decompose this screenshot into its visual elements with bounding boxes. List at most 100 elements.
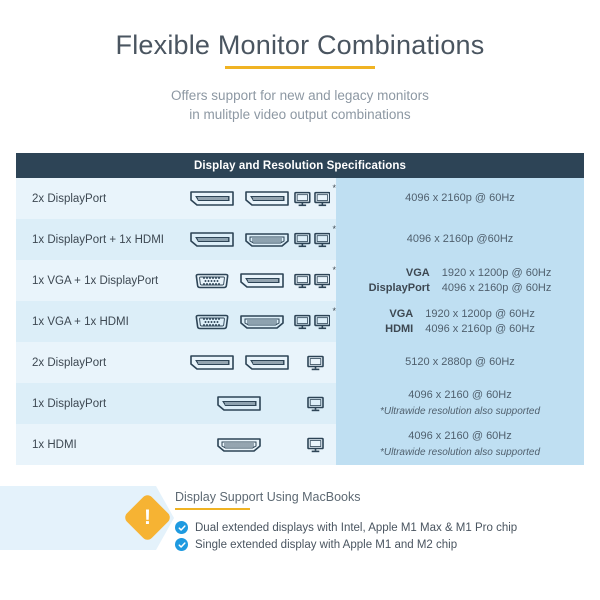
monitor-icon <box>294 191 311 206</box>
check-circle-icon <box>175 521 188 534</box>
hdmi-icon <box>217 438 261 452</box>
vga-icon <box>195 273 228 288</box>
resolution-keys: VGA DisplayPort <box>369 266 430 296</box>
displayport-icon <box>189 232 234 247</box>
bullet-text: Dual extended displays with Intel, Apple… <box>195 521 518 534</box>
monitor-icons <box>294 383 336 424</box>
resolution-key: VGA <box>389 307 414 320</box>
displayport-icon <box>244 355 289 370</box>
row-label: 1x DisplayPort + 1x HDMI <box>32 233 164 246</box>
table-row: 2x DisplayPort 5120 x 2880p @ 60Hz <box>16 342 584 383</box>
resolution-value: 4096 x 2160p @ 60Hz <box>425 322 535 335</box>
monitor-icons <box>294 424 336 465</box>
connector-icons <box>184 424 294 465</box>
connector-icons <box>184 219 294 260</box>
monitor-icon <box>294 314 311 329</box>
resolution-cell: 4096 x 2160p @60Hz <box>336 219 584 260</box>
resolution-value: 1920 x 1200p @ 60Hz <box>425 307 535 320</box>
resolution-key: DisplayPort <box>368 281 430 294</box>
resolution-key: HDMI <box>385 322 414 335</box>
row-label: 1x VGA + 1x DisplayPort <box>32 274 159 287</box>
vga-icon <box>195 314 228 329</box>
resolution-cell: 4096 x 2160 @ 60Hz*Ultrawide resolution … <box>336 424 584 465</box>
displayport-icon <box>189 191 234 206</box>
resolution-cell: 4096 x 2160 @ 60Hz*Ultrawide resolution … <box>336 383 584 424</box>
page-title: Flexible Monitor Combinations <box>115 30 485 60</box>
monitor-icons <box>294 342 336 383</box>
resolution-value: 4096 x 2160p @ 60Hz <box>405 192 515 204</box>
bullet-text: Single extended display with Apple M1 an… <box>195 538 458 551</box>
asterisk-marker: * <box>332 183 336 193</box>
asterisk-marker: * <box>332 224 336 234</box>
resolution-note: *Ultrawide resolution also supported <box>379 406 541 417</box>
monitor-icon <box>306 437 324 452</box>
callout-bullet-list: Dual extended displays with Intel, Apple… <box>175 521 575 551</box>
resolution-cell: 4096 x 2160p @ 60Hz <box>336 178 584 219</box>
resolution-value: 4096 x 2160 @ 60Hz*Ultrawide resolution … <box>336 429 584 460</box>
resolution-note: *Ultrawide resolution also supported <box>379 447 541 458</box>
table-row: 1x HDMI 4096 x 2160 @ 60Hz*Ultrawide res… <box>16 424 584 465</box>
resolution-cell: VGA HDMI 1920 x 1200p @ 60Hz 4096 x 2160p @… <box>336 301 584 342</box>
resolution-cell: 5120 x 2880p @ 60Hz <box>336 342 584 383</box>
table-row: 1x VGA + 1x HDMI * VGA HDMI 1920 x 1200p @ … <box>16 301 584 342</box>
asterisk-marker: * <box>332 306 336 316</box>
monitor-icon <box>306 355 324 370</box>
monitor-icon <box>306 396 324 411</box>
monitor-icons: * <box>294 260 336 301</box>
table-row: 1x DisplayPort + 1x HDMI * 4096 x 2160p @… <box>16 219 584 260</box>
monitor-icon <box>313 191 331 206</box>
resolution-value: 1920 x 1200p @ 60Hz <box>441 266 552 279</box>
row-label: 1x HDMI <box>32 438 77 451</box>
monitor-icon <box>313 232 331 247</box>
resolution-value: 4096 x 2160p @60Hz <box>406 233 514 245</box>
callout-underline <box>175 508 250 510</box>
monitor-icons: * <box>294 219 336 260</box>
displayport-icon <box>244 191 289 206</box>
page-subtitle: Offers support for new and legacy monito… <box>0 86 600 124</box>
connector-icons <box>184 383 294 424</box>
resolution-values: 1920 x 1200p @ 60Hz 4096 x 2160p @ 60Hz <box>442 266 552 296</box>
check-circle-icon <box>175 538 188 551</box>
table-row: 2x DisplayPort * 4096 x 2160p @ 60Hz <box>16 178 584 219</box>
subtitle-line-1: Offers support for new and legacy monito… <box>171 88 429 103</box>
resolution-cell: VGA DisplayPort 1920 x 1200p @ 60Hz 4096 x … <box>336 260 584 301</box>
title-underline <box>225 66 375 69</box>
connector-icons <box>184 301 294 342</box>
table-body: 2x DisplayPort * 4096 x 2160p @ 60Hz 1x Di… <box>16 178 584 465</box>
bullet-item: Dual extended displays with Intel, Apple… <box>175 521 575 534</box>
spec-table: Display and Resolution Specifications 2x… <box>16 153 584 465</box>
hdmi-icon <box>244 233 289 247</box>
connector-icons <box>184 342 294 383</box>
subtitle-line-2: in mulitple video output combinations <box>189 107 411 122</box>
asterisk-marker: * <box>332 265 336 275</box>
monitor-icon <box>313 314 331 329</box>
row-label: 2x DisplayPort <box>32 356 107 369</box>
bullet-item: Single extended display with Apple M1 an… <box>175 538 575 551</box>
resolution-values: 1920 x 1200p @ 60Hz 4096 x 2160p @ 60Hz <box>425 307 535 337</box>
displayport-icon <box>239 273 284 288</box>
resolution-value: 4096 x 2160p @ 60Hz <box>441 281 552 294</box>
table-row: 1x DisplayPort 4096 x 2160 @ 60Hz*Ultraw… <box>16 383 584 424</box>
callout-title: Display Support Using MacBooks <box>175 490 361 504</box>
row-label: 1x DisplayPort <box>32 397 107 410</box>
table-row: 1x VGA + 1x DisplayPort * VGA DisplayPort 1… <box>16 260 584 301</box>
hdmi-icon <box>239 315 284 329</box>
callout-body: Display Support Using MacBooks Dual exte… <box>175 490 575 555</box>
row-label: 2x DisplayPort <box>32 192 107 205</box>
resolution-value: 5120 x 2880p @ 60Hz <box>405 356 515 368</box>
resolution-value: 4096 x 2160 @ 60Hz*Ultrawide resolution … <box>336 388 584 419</box>
table-header: Display and Resolution Specifications <box>16 153 584 178</box>
monitor-icon <box>294 273 311 288</box>
row-label: 1x VGA + 1x HDMI <box>32 315 129 328</box>
monitor-icon <box>294 232 311 247</box>
monitor-icons: * <box>294 178 336 219</box>
resolution-key: VGA <box>405 266 430 279</box>
connector-icons <box>184 178 294 219</box>
monitor-icons: * <box>294 301 336 342</box>
monitor-icon <box>313 273 331 288</box>
displayport-icon <box>217 396 261 411</box>
page-header: Flexible Monitor Combinations Offers sup… <box>0 0 600 124</box>
displayport-icon <box>189 355 234 370</box>
exclamation-mark: ! <box>144 506 151 529</box>
